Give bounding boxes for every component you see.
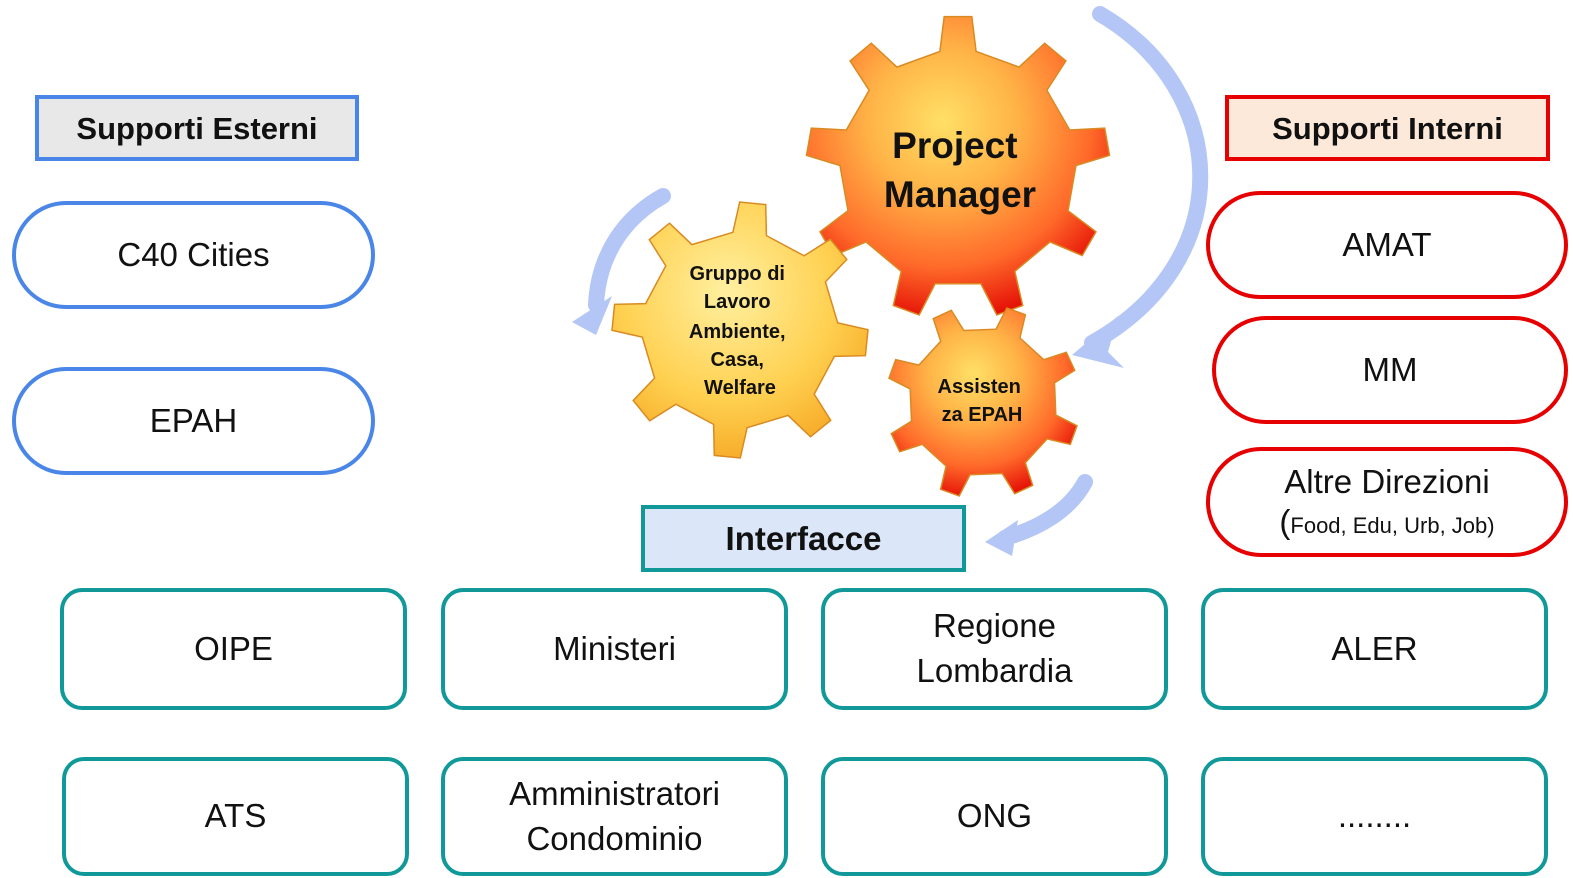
external-item-label: EPAH <box>149 402 238 440</box>
supporti-interni-title: Supporti Interni <box>1272 110 1503 146</box>
arrow-left <box>588 188 671 313</box>
interface-box-aler: ALER <box>1201 588 1548 710</box>
external-item-label: C40 Cities <box>117 236 270 274</box>
interface-box-ats: ATS <box>62 757 409 876</box>
interface-box-ministeri: Ministeri <box>441 588 788 710</box>
interface-box-label: Regione Lombardia <box>916 607 1073 689</box>
interface-box-label: Ministeri <box>553 629 676 667</box>
interface-box-regione-lombardia: Regione Lombardia <box>821 588 1168 710</box>
arrow-right-big <box>1084 6 1209 351</box>
interface-box-amministratori-condominio: Amministratori Condominio <box>441 757 788 876</box>
arrow-right-big-head <box>1072 316 1124 368</box>
supporti-esterni-header: Supporti Esterni <box>35 95 359 161</box>
arrow-bottom-head <box>985 520 1018 556</box>
interface-box-label: OIPE <box>194 629 273 667</box>
arrow-bottom <box>997 474 1093 546</box>
interface-box-oipe: OIPE <box>60 588 407 710</box>
assistenza-epah-label: Assisten za EPAH <box>938 376 1027 426</box>
internal-item-label: Altre Direzioni <box>1284 463 1490 501</box>
interface-box-ellipsis: ........ <box>1201 757 1548 876</box>
project-manager-label: Project Manager <box>884 125 1036 215</box>
interfacce-title: Interfacce <box>725 520 882 557</box>
gruppo-lavoro-gear <box>611 201 869 459</box>
arrow-left-head <box>572 296 612 335</box>
internal-item-label: MM <box>1362 351 1418 389</box>
gear-shape <box>888 307 1078 497</box>
internal-item-mm: MM <box>1212 316 1568 424</box>
interfacce-header: Interfacce <box>641 505 966 572</box>
project-manager-gear <box>805 15 1111 316</box>
interface-box-label: ALER <box>1331 629 1418 667</box>
internal-item-label: AMAT <box>1342 226 1432 264</box>
interface-box-label: ATS <box>204 797 267 835</box>
external-item-c40-cities: C40 Cities <box>12 201 375 309</box>
gear-shape <box>805 15 1111 316</box>
interface-box-ong: ONG <box>821 757 1168 876</box>
altre-direzioni-detail: (Food, Edu, Urb, Job) <box>1279 503 1495 540</box>
interface-box-label: ........ <box>1337 797 1412 835</box>
internal-item-altre-direzioni: Altre Direzioni (Food, Edu, Urb, Job) <box>1206 447 1568 557</box>
gruppo-lavoro-label: Gruppo di Lavoro Ambiente, Casa, Welfare <box>689 263 791 399</box>
internal-item-amat: AMAT <box>1206 191 1568 299</box>
external-item-epah: EPAH <box>12 367 375 475</box>
supporti-interni-header: Supporti Interni <box>1225 95 1550 161</box>
interface-box-label: ONG <box>956 797 1033 835</box>
gear-shape <box>611 201 869 459</box>
supporti-esterni-title: Supporti Esterni <box>76 110 318 146</box>
interface-box-label: Amministratori Condominio <box>509 774 720 857</box>
assistenza-epah-gear <box>888 307 1078 497</box>
